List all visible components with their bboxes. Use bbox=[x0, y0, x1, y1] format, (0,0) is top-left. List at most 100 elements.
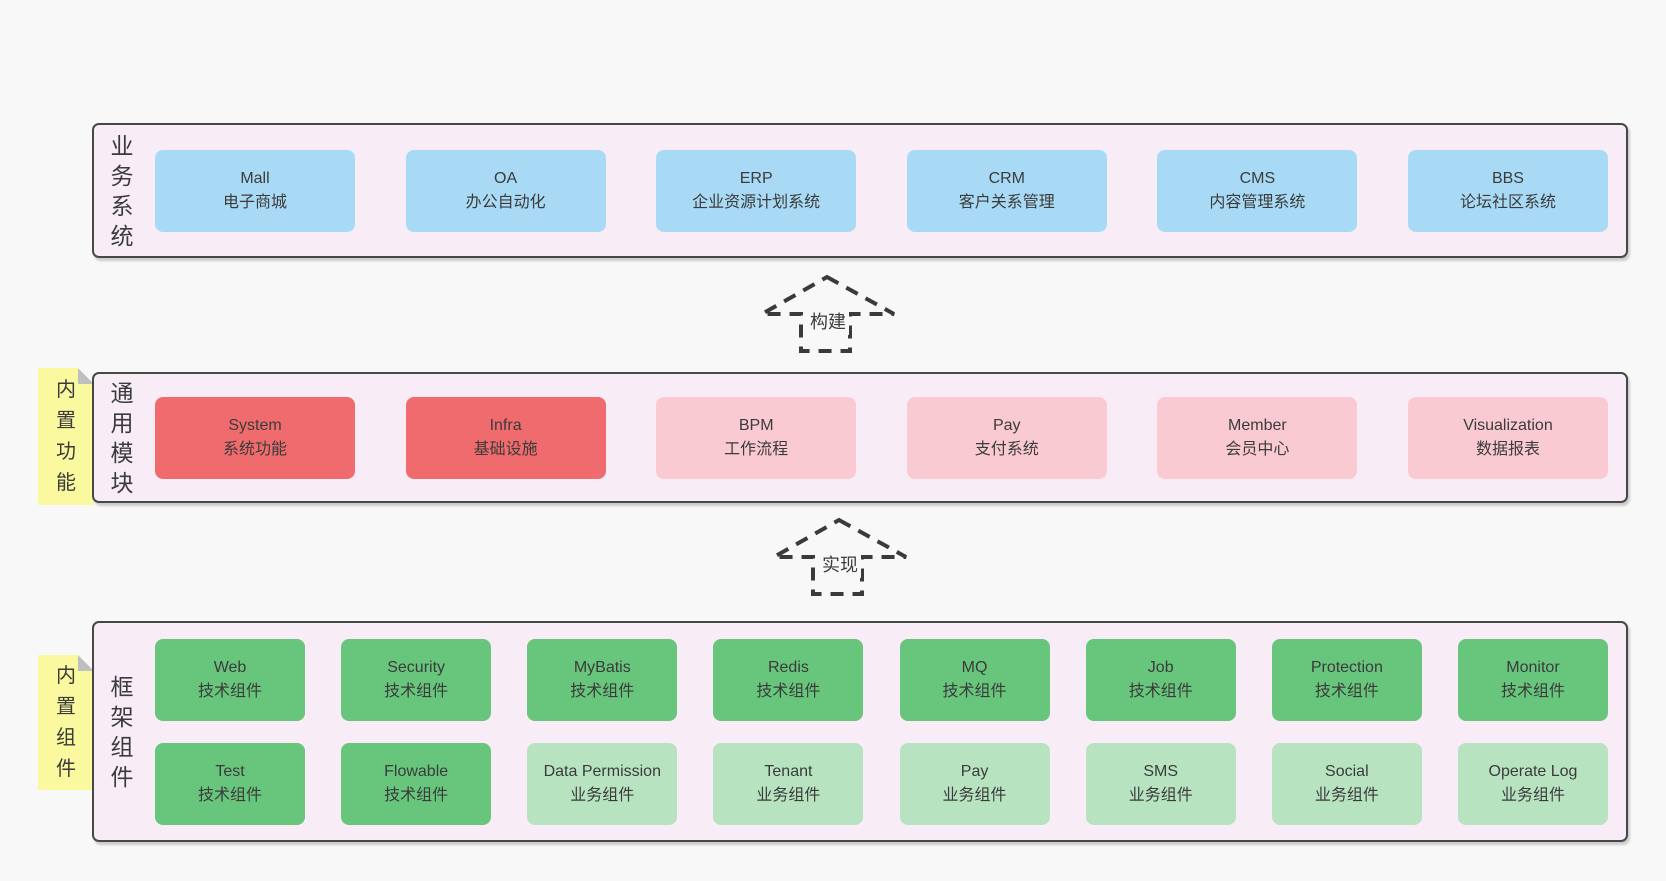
box-data-permission: Data Permission 业务组件 bbox=[527, 742, 678, 825]
box-subtitle: 内容管理系统 bbox=[1209, 193, 1306, 211]
box-subtitle: 技术组件 bbox=[570, 682, 635, 700]
box-visualization: Visualization 数据报表 bbox=[1407, 396, 1608, 479]
box-subtitle: 业务组件 bbox=[1500, 786, 1565, 804]
box-title: Social bbox=[1325, 762, 1369, 780]
modules-boxes-row: System 系统功能 Infra 基础设施 BPM 工作流程 Pay 支付系统… bbox=[155, 374, 1608, 501]
box-title: BPM bbox=[738, 416, 774, 434]
box-title: OA bbox=[494, 169, 518, 187]
box-subtitle: 客户关系管理 bbox=[958, 193, 1055, 211]
box-subtitle: 基础设施 bbox=[473, 440, 538, 458]
sticky-note-built-in-features: 内置功能 bbox=[38, 368, 94, 505]
layer-label-components: 框架组件 bbox=[110, 673, 134, 790]
arrow-build-label: 构建 bbox=[807, 307, 849, 335]
box-title: Visualization bbox=[1463, 416, 1553, 434]
box-social: Social 业务组件 bbox=[1271, 742, 1422, 825]
box-subtitle: 技术组件 bbox=[1314, 682, 1379, 700]
arrow-up-icon bbox=[766, 517, 907, 596]
box-crm: CRM 客户关系管理 bbox=[906, 149, 1107, 232]
panel-framework-components: 框架组件 Web 技术组件 Security 技术组件 MyBatis 技术组件… bbox=[92, 621, 1628, 842]
box-title: Monitor bbox=[1506, 658, 1560, 676]
box-subtitle: 支付系统 bbox=[974, 440, 1039, 458]
box-subtitle: 技术组件 bbox=[756, 682, 821, 700]
box-title: Member bbox=[1228, 416, 1287, 434]
box-subtitle: 技术组件 bbox=[384, 786, 449, 804]
box-title: CMS bbox=[1239, 169, 1276, 187]
arrow-implement: 实现 bbox=[766, 517, 908, 596]
business-boxes-row: Mall 电子商城 OA 办公自动化 ERP 企业资源计划系统 CRM 客户关系… bbox=[155, 125, 1608, 256]
box-pay-component: Pay 业务组件 bbox=[899, 742, 1050, 825]
box-subtitle: 办公自动化 bbox=[465, 193, 546, 211]
box-system: System 系统功能 bbox=[155, 396, 355, 479]
box-test: Test 技术组件 bbox=[155, 742, 305, 825]
layer-label-business: 业务系统 bbox=[110, 132, 134, 249]
box-subtitle: 业务组件 bbox=[756, 786, 821, 804]
box-subtitle: 电子商城 bbox=[222, 193, 287, 211]
box-title: Data Permission bbox=[543, 762, 661, 780]
box-mq: MQ 技术组件 bbox=[899, 638, 1050, 721]
box-title: Operate Log bbox=[1488, 762, 1578, 780]
box-title: MyBatis bbox=[573, 658, 631, 676]
box-title: Infra bbox=[489, 416, 522, 434]
box-title: BBS bbox=[1491, 169, 1524, 187]
box-oa: OA 办公自动化 bbox=[405, 149, 606, 232]
components-row-1: Web 技术组件 Security 技术组件 MyBatis 技术组件 Redi… bbox=[155, 638, 1608, 721]
box-title: MQ bbox=[961, 658, 988, 676]
box-subtitle: 论坛社区系统 bbox=[1459, 193, 1556, 211]
box-monitor: Monitor 技术组件 bbox=[1457, 638, 1608, 721]
box-web: Web 技术组件 bbox=[155, 638, 305, 721]
box-subtitle: 企业资源计划系统 bbox=[692, 193, 821, 211]
box-subtitle: 业务组件 bbox=[1314, 786, 1379, 804]
box-subtitle: 技术组件 bbox=[1128, 682, 1193, 700]
box-title: Tenant bbox=[764, 762, 813, 780]
box-title: CRM bbox=[988, 169, 1025, 187]
layer-label-modules: 通用模块 bbox=[110, 379, 134, 496]
box-title: Protection bbox=[1310, 658, 1383, 676]
box-subtitle: 技术组件 bbox=[1500, 682, 1565, 700]
box-tenant: Tenant 业务组件 bbox=[713, 742, 864, 825]
box-title: Test bbox=[215, 762, 245, 780]
arrow-implement-label: 实现 bbox=[819, 550, 861, 578]
box-operate-log: Operate Log 业务组件 bbox=[1457, 742, 1608, 825]
box-member: Member 会员中心 bbox=[1157, 396, 1358, 479]
panel-common-modules: 通用模块 System 系统功能 Infra 基础设施 BPM 工作流程 Pay… bbox=[92, 372, 1628, 503]
box-subtitle: 工作流程 bbox=[724, 440, 789, 458]
box-title: Web bbox=[213, 658, 247, 676]
box-flowable: Flowable 技术组件 bbox=[341, 742, 492, 825]
box-cms: CMS 内容管理系统 bbox=[1157, 149, 1358, 232]
box-title: Job bbox=[1147, 658, 1174, 676]
box-subtitle: 技术组件 bbox=[197, 786, 262, 804]
box-subtitle: 业务组件 bbox=[942, 786, 1007, 804]
box-subtitle: 业务组件 bbox=[1128, 786, 1193, 804]
box-title: Redis bbox=[767, 658, 809, 676]
components-row-2: Test 技术组件 Flowable 技术组件 Data Permission … bbox=[155, 742, 1608, 825]
box-protection: Protection 技术组件 bbox=[1271, 638, 1422, 721]
arrow-up-icon bbox=[754, 274, 895, 353]
box-mybatis: MyBatis 技术组件 bbox=[527, 638, 678, 721]
box-subtitle: 数据报表 bbox=[1475, 440, 1540, 458]
box-title: Flowable bbox=[384, 762, 449, 780]
box-erp: ERP 企业资源计划系统 bbox=[656, 149, 857, 232]
box-subtitle: 会员中心 bbox=[1225, 440, 1290, 458]
box-pay-module: Pay 支付系统 bbox=[906, 396, 1107, 479]
components-boxes-grid: Web 技术组件 Security 技术组件 MyBatis 技术组件 Redi… bbox=[155, 623, 1608, 840]
box-redis: Redis 技术组件 bbox=[713, 638, 864, 721]
box-subtitle: 系统功能 bbox=[222, 440, 287, 458]
box-sms: SMS 业务组件 bbox=[1085, 742, 1236, 825]
box-job: Job 技术组件 bbox=[1085, 638, 1236, 721]
sticky-note-built-in-components: 内置组件 bbox=[38, 655, 94, 790]
box-bpm: BPM 工作流程 bbox=[656, 396, 857, 479]
arrow-build: 构建 bbox=[754, 274, 896, 353]
box-subtitle: 技术组件 bbox=[942, 682, 1007, 700]
box-title: Pay bbox=[960, 762, 989, 780]
box-subtitle: 业务组件 bbox=[570, 786, 635, 804]
box-title: System bbox=[228, 416, 282, 434]
box-mall: Mall 电子商城 bbox=[155, 149, 355, 232]
box-title: Security bbox=[387, 658, 446, 676]
box-subtitle: 技术组件 bbox=[197, 682, 262, 700]
box-security: Security 技术组件 bbox=[341, 638, 492, 721]
box-title: Mall bbox=[240, 169, 270, 187]
box-bbs: BBS 论坛社区系统 bbox=[1407, 149, 1608, 232]
box-subtitle: 技术组件 bbox=[384, 682, 449, 700]
box-title: SMS bbox=[1143, 762, 1179, 780]
panel-business-systems: 业务系统 Mall 电子商城 OA 办公自动化 ERP 企业资源计划系统 CRM… bbox=[92, 123, 1628, 258]
